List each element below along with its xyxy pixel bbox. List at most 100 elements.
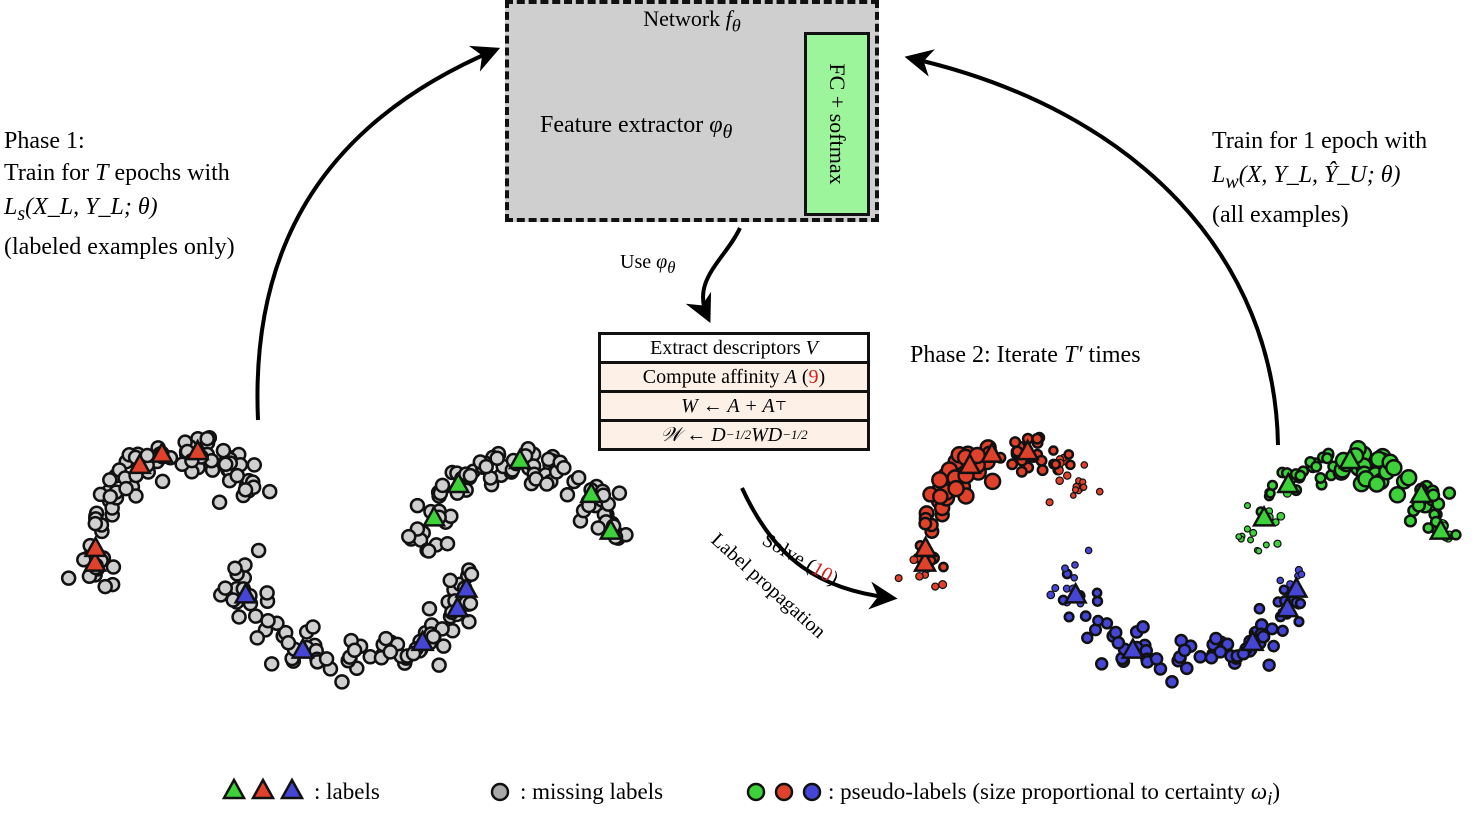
legend-markers xyxy=(221,777,822,802)
phase2-loss: Lw(X, Y_L, Ŷ_U; θ) xyxy=(1212,160,1401,197)
labeled-point xyxy=(127,452,152,475)
unlabeled-point xyxy=(401,528,417,545)
unlabeled-point xyxy=(227,560,243,577)
legend-red-triangle xyxy=(250,777,276,800)
unlabeled-point xyxy=(334,674,350,690)
use-phi-arrow xyxy=(685,227,742,324)
legend-pseudo-text: : pseudo-labels (size proportional to ce… xyxy=(828,777,1280,815)
pseudo-labeled-point xyxy=(1063,611,1075,623)
use-phi-text: Use xyxy=(620,251,657,273)
legend-pseudo-main: : pseudo-labels (size proportional to ce… xyxy=(828,779,1251,804)
unlabeled-point xyxy=(378,630,394,647)
legend-blue-circle xyxy=(802,782,822,802)
pseudo-labeled-point xyxy=(1213,645,1228,659)
labeled-point xyxy=(83,535,108,558)
unlabeled-point xyxy=(118,480,134,497)
labeled-point xyxy=(1063,581,1088,604)
unlabeled-point xyxy=(247,608,264,624)
unlabeled-point xyxy=(556,459,572,476)
labeled-point xyxy=(1409,481,1434,504)
pseudo-labeled-point xyxy=(1111,635,1126,650)
unlabeled-point xyxy=(439,535,456,552)
unlabeled-point xyxy=(280,635,297,651)
labeled-point xyxy=(185,438,210,461)
unlabeled-point xyxy=(211,494,228,511)
pseudo-labeled-point xyxy=(1388,486,1407,504)
feature-extractor-math: φ xyxy=(709,112,723,138)
step4-math-b: WD xyxy=(751,423,783,446)
unlabeled-point xyxy=(421,601,438,617)
pseudo-labeled-point xyxy=(1006,458,1019,471)
phase2-title: Phase 2: Iterate T′ times xyxy=(910,340,1141,370)
labeled-point xyxy=(913,535,938,558)
pseudo-labeled-point xyxy=(1235,533,1243,541)
pseudo-labeled-point xyxy=(1095,487,1104,496)
pseudo-labeled-point xyxy=(1368,475,1386,493)
unlabeled-point xyxy=(217,580,234,596)
pseudo-labeled-point xyxy=(894,574,903,583)
pseudo-labeled-point xyxy=(1243,525,1252,533)
labeled-point xyxy=(446,471,471,494)
unlabeled-point xyxy=(261,483,278,500)
phase2-title-math: T′ xyxy=(1063,342,1083,368)
unlabeled-point xyxy=(246,457,263,473)
unlabeled-point xyxy=(382,644,399,660)
pseudo-labeled-point xyxy=(1062,471,1072,480)
pseudo-labeled-point xyxy=(1267,639,1280,653)
right-scatter-plot xyxy=(894,431,1462,689)
unlabeled-point xyxy=(463,566,480,583)
pseudo-labeled-point xyxy=(1294,469,1307,482)
phase1-train-line: Train for T epochs with xyxy=(4,158,230,188)
pseudo-labeled-point xyxy=(1051,584,1060,593)
legend-missing-text: : missing labels xyxy=(520,779,664,804)
pseudo-labeled-point xyxy=(1136,620,1150,634)
unlabeled-point xyxy=(231,609,247,625)
feature-extractor-sub: θ xyxy=(722,120,733,143)
network-title: Network fθ xyxy=(509,6,875,36)
legend-red-circle xyxy=(774,782,794,802)
unlabeled-point xyxy=(259,585,275,601)
step4-sup2: −1/2 xyxy=(782,427,808,442)
unlabeled-point xyxy=(489,450,505,467)
unlabeled-point xyxy=(462,467,479,484)
unlabeled-point xyxy=(199,430,215,447)
pseudo-labeled-point xyxy=(1084,546,1093,555)
pseudo-labeled-point xyxy=(1061,564,1069,573)
labeled-point xyxy=(1275,595,1300,618)
phase1-train-text-a: Train for xyxy=(4,160,96,186)
phase2-loss-args: (X, Y_L, Ŷ_U; θ) xyxy=(1238,162,1401,188)
labeled-point xyxy=(454,576,479,598)
pseudo-labeled-point xyxy=(1046,590,1056,600)
pseudo-labeled-point xyxy=(1294,597,1307,610)
network-title-sub: θ xyxy=(731,15,741,36)
phase1-train-math: T xyxy=(95,160,109,186)
pseudo-labeled-point xyxy=(1071,561,1079,569)
phase1-loss-args: (X_L, Y_L; θ) xyxy=(25,194,158,220)
phase2-train-line: Train for 1 epoch with xyxy=(1212,128,1428,154)
unlabeled-point xyxy=(250,542,267,559)
legend-green-triangle xyxy=(221,777,247,800)
pseudo-labeled-point xyxy=(1036,464,1049,477)
pseudo-labeled-point xyxy=(938,580,948,590)
unlabeled-point xyxy=(102,472,118,488)
unlabeled-point xyxy=(237,482,254,498)
unlabeled-point xyxy=(128,488,144,504)
phase1-loss: Ls(X_L, Y_L; θ) xyxy=(4,192,158,229)
pseudo-labeled-point xyxy=(1035,454,1048,467)
labeled-point xyxy=(979,441,1005,463)
feature-extractor-text: Feature extractor xyxy=(540,112,710,138)
pseudo-labeled-point xyxy=(1249,528,1258,537)
pseudo-labeled-point xyxy=(918,516,933,531)
pseudo-labeled-point xyxy=(1069,492,1077,499)
unlabeled-point xyxy=(559,487,576,503)
pseudo-labeled-point xyxy=(1209,631,1223,646)
labeled-point xyxy=(598,518,623,540)
pseudo-labeled-point xyxy=(1177,643,1192,658)
labeled-point xyxy=(445,595,470,618)
pseudo-labeled-point xyxy=(1403,514,1418,528)
unlabeled-point xyxy=(409,497,426,514)
legend-green-circle xyxy=(746,782,766,802)
labeled-point xyxy=(1284,576,1309,598)
unlabeled-point xyxy=(421,543,437,559)
